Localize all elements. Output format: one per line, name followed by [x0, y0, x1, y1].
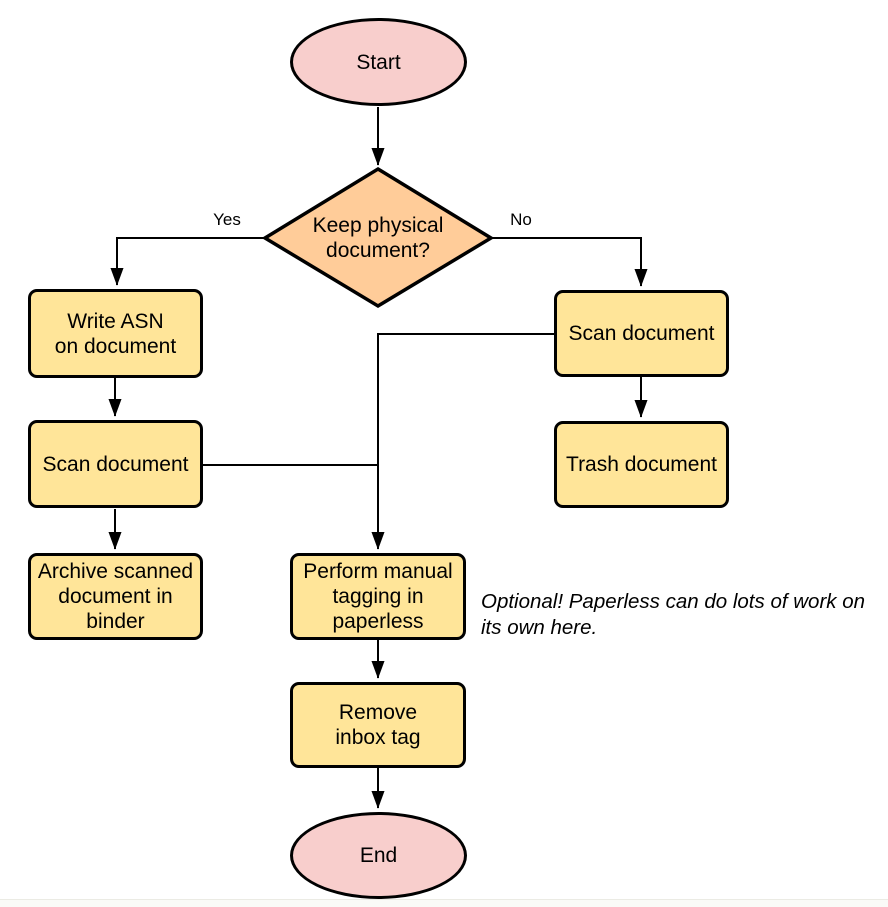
- node-decision-label: Keep physical document?: [312, 214, 444, 262]
- edge-decision-yes-to-write-asn: [110, 237, 267, 286]
- node-perform-tagging: Perform manual tagging in paperless: [290, 553, 466, 640]
- node-scan-document-left: Scan document: [28, 420, 203, 508]
- node-scan-document-left-label: Scan document: [42, 452, 189, 476]
- node-perform-tagging-label: Perform manual tagging in paperless: [303, 560, 453, 633]
- node-scan-document-right-label: Scan document: [568, 322, 715, 345]
- node-scan-document-right: Scan document: [554, 290, 729, 377]
- edge-label-no: No: [510, 210, 532, 229]
- node-start: Start: [290, 18, 467, 106]
- decision-diamond-shape: [261, 166, 495, 309]
- page-bottom-strip: [0, 899, 888, 907]
- node-remove-inbox-tag: Remove inbox tag: [290, 682, 466, 768]
- annotation-optional-note: Optional! Paperless can do lots of work …: [481, 590, 866, 639]
- node-end: End: [290, 812, 467, 899]
- edge-decision-no-to-scan-right: [489, 237, 648, 287]
- node-start-label: Start: [356, 50, 401, 74]
- node-archive-binder: Archive scanned document in binder: [28, 553, 203, 640]
- node-trash-document: Trash document: [554, 421, 729, 508]
- node-trash-document-label: Trash document: [566, 453, 717, 476]
- edge-label-yes: Yes: [213, 210, 241, 229]
- node-write-asn-label: Write ASN on document: [54, 309, 177, 358]
- node-archive-binder-label: Archive scanned document in binder: [37, 560, 194, 633]
- node-write-asn: Write ASN on document: [28, 289, 203, 378]
- node-decision: Keep physical document?: [278, 199, 478, 277]
- node-end-label: End: [359, 844, 398, 867]
- edge-scan-right-to-perform-tagging: [371, 333, 554, 550]
- node-remove-inbox-tag-label: Remove inbox tag: [335, 701, 421, 749]
